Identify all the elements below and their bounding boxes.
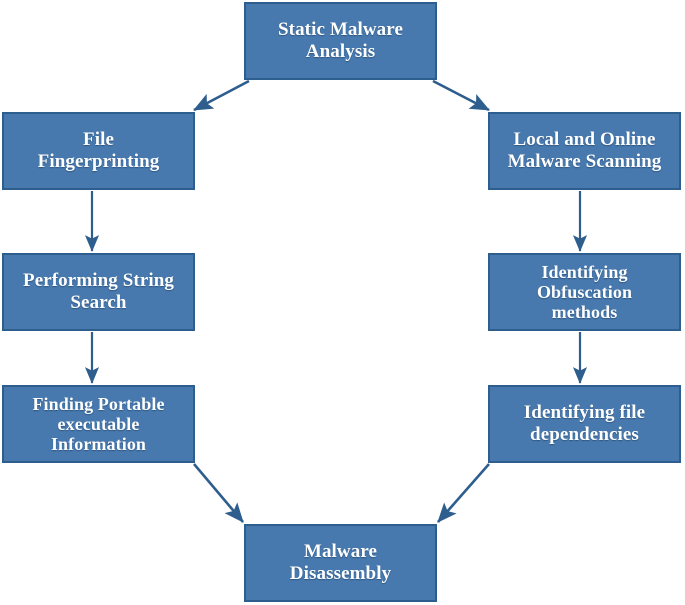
node-label-malware-disassembly: Malware Disassembly [289,541,392,584]
node-identifying-file-dependencies[interactable]: Identifying file dependencies [488,385,681,463]
node-file-fingerprinting[interactable]: File Fingerprinting [2,112,195,190]
node-label-identifying-file-dependencies: Identifying file dependencies [523,402,646,445]
node-local-and-online-malware-scanning[interactable]: Local and Online Malware Scanning [488,112,681,190]
node-label-finding-portable-executable-information: Finding Portable executable Information [32,393,165,455]
node-label-identifying-obfuscation-methods: Identifying Obfuscation methods [536,261,633,323]
node-label-file-fingerprinting: File Fingerprinting [37,129,160,172]
connector-analysis-to-malware-scanning [432,79,490,112]
node-finding-portable-executable-information[interactable]: Finding Portable executable Information [2,385,195,463]
node-identifying-obfuscation-methods[interactable]: Identifying Obfuscation methods [488,253,681,331]
node-label-performing-string-search: Performing String Search [22,270,175,313]
node-label-local-and-online-malware-scanning: Local and Online Malware Scanning [507,129,662,172]
connector-portable-executable-to-disassembly [193,463,244,523]
node-performing-string-search[interactable]: Performing String Search [2,253,195,331]
node-static-malware-analysis[interactable]: Static Malware Analysis [244,2,437,80]
node-malware-disassembly[interactable]: Malware Disassembly [244,524,437,602]
node-label-static-malware-analysis: Static Malware Analysis [277,19,404,62]
connector-analysis-to-file-fingerprinting [193,79,250,112]
connector-file-dependencies-to-disassembly [437,463,490,523]
connector-group [84,79,588,523]
